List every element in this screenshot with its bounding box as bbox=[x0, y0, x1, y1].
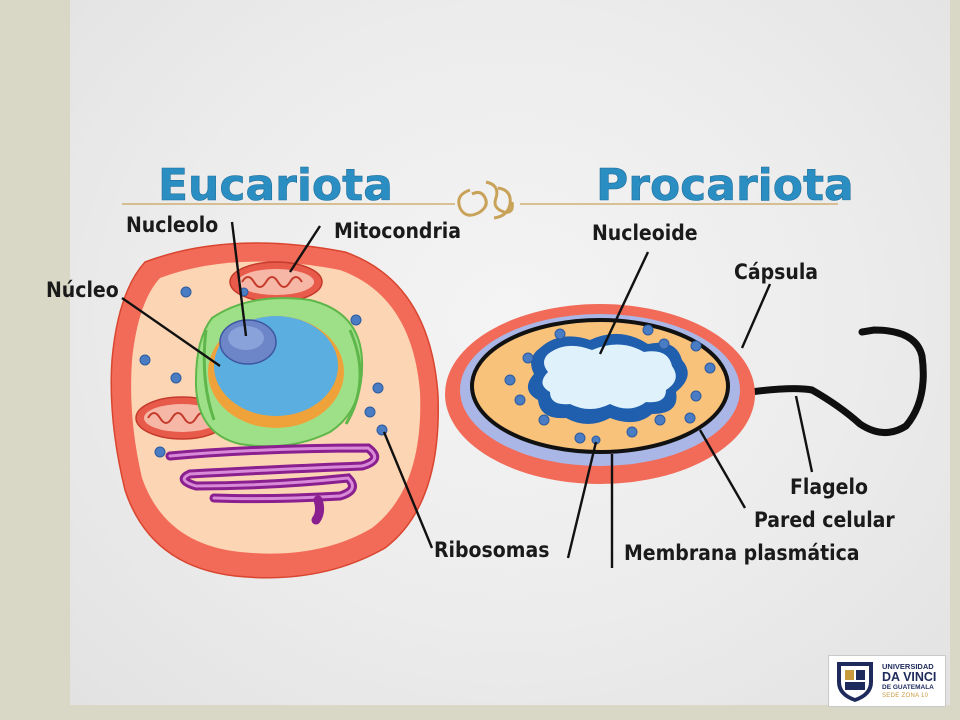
mitochondrion-top bbox=[229, 261, 323, 303]
prokaryote-pointers bbox=[566, 251, 814, 568]
eukaryote-pointers bbox=[121, 221, 434, 549]
title-procariota: Procariota bbox=[596, 160, 854, 211]
logo-country: DE GUATEMALA bbox=[882, 683, 934, 691]
prokaryote-ribosomes bbox=[504, 324, 716, 445]
crest-icon bbox=[837, 662, 873, 702]
label-pared-celular: Pared celular bbox=[754, 508, 895, 532]
eukaryotic-cell bbox=[110, 242, 440, 579]
label-membrana-plasmatica: Membrana plasmática bbox=[624, 541, 860, 565]
label-capsula: Cápsula bbox=[734, 260, 818, 284]
logo-campus: SEDE ZONA 10 bbox=[882, 693, 929, 700]
prokaryotic-cell bbox=[445, 304, 927, 484]
fleuron-ornament-icon bbox=[457, 180, 514, 220]
label-flagelo: Flagelo bbox=[790, 475, 868, 499]
label-ribosomas: Ribosomas bbox=[434, 538, 549, 562]
label-nucleolo: Nucleolo bbox=[126, 213, 218, 237]
label-nucleo: Núcleo bbox=[46, 278, 119, 302]
golgi-apparatus bbox=[165, 443, 380, 525]
logo-university: UNIVERSIDAD bbox=[882, 661, 934, 671]
flagellum bbox=[732, 326, 927, 436]
logo-name: DA VINCI bbox=[882, 670, 937, 685]
title-eucariota: Eucariota bbox=[158, 160, 393, 211]
university-logo: UNIVERSIDAD DA VINCI DE GUATEMALA SEDE Z… bbox=[828, 655, 946, 707]
label-mitocondria: Mitocondria bbox=[334, 219, 461, 243]
label-nucleoide: Nucleoide bbox=[592, 221, 698, 245]
